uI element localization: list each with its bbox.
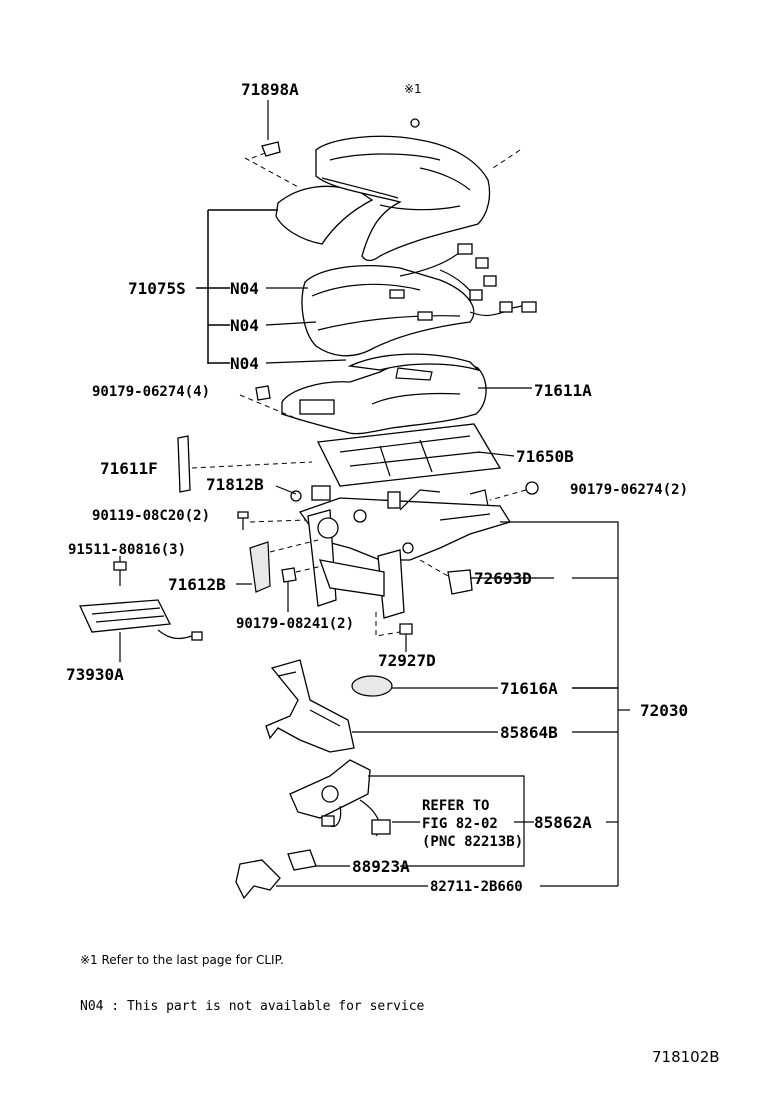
- label-90119-08C20-2: 90119-08C20(2): [92, 508, 210, 524]
- leader-71812B: [275, 485, 297, 495]
- label-clip-ref: ※1: [404, 82, 422, 96]
- label-82711-2B660: 82711-2B660: [430, 879, 523, 895]
- bolt-90119-08C20[interactable]: [237, 511, 249, 530]
- label-refer-pnc: (PNC 82213B): [422, 834, 523, 850]
- label-71812B: 71812B: [206, 475, 264, 494]
- label-71611F: 71611F: [100, 459, 158, 478]
- motor-85862A[interactable]: [289, 759, 391, 837]
- nut-90179-08241[interactable]: [281, 567, 297, 583]
- label-90179-06274-2: 90179-06274(2): [570, 482, 688, 498]
- bracket-71612B[interactable]: [249, 541, 271, 593]
- label-72927D: 72927D: [378, 651, 436, 670]
- pad-71616A[interactable]: [351, 675, 393, 697]
- bolt-72927D[interactable]: [399, 623, 413, 635]
- cushion-under-panel[interactable]: [317, 423, 502, 487]
- label-72030: 72030: [640, 701, 688, 720]
- figure-id: 718102B: [652, 1048, 720, 1066]
- bracket-72030: [500, 521, 619, 886]
- label-85864B: 85864B: [500, 723, 558, 742]
- clamp-82711-2B660[interactable]: [235, 859, 281, 900]
- footnote-n04: N04 : This part is not available for ser…: [80, 999, 425, 1014]
- label-90179-08241-2: 90179-08241(2): [236, 616, 354, 632]
- clip-mark[interactable]: [410, 118, 420, 128]
- label-71650B: 71650B: [516, 447, 574, 466]
- label-88923A: 88923A: [352, 857, 410, 876]
- leader-71650B: [477, 451, 515, 457]
- nut-90179-06274-2[interactable]: [525, 481, 539, 495]
- clip-88923A[interactable]: [287, 849, 317, 871]
- label-71612B: 71612B: [168, 575, 226, 594]
- label-71898A: 71898A: [241, 80, 299, 99]
- duct-85864B[interactable]: [265, 659, 355, 753]
- label-91511-80816-3: 91511-80816(3): [68, 542, 186, 558]
- label-71611A: 71611A: [534, 381, 592, 400]
- label-71075S: 71075S: [128, 279, 186, 298]
- label-72693D: 72693D: [474, 569, 532, 588]
- label-90179-06274-4: 90179-06274(4): [92, 384, 210, 400]
- label-85862A: 85862A: [534, 813, 592, 832]
- side-pad-71611F[interactable]: [177, 435, 191, 493]
- label-n04-1: N04: [230, 279, 259, 298]
- seat-cushion-pad-71611A[interactable]: [281, 353, 487, 435]
- clip-71898A[interactable]: [261, 132, 281, 157]
- label-71616A: 71616A: [500, 679, 558, 698]
- leader-n04-2-pad: [265, 321, 317, 326]
- footnote-clip: ※1 Refer to the last page for CLIP.: [80, 953, 284, 967]
- nut-90179-06274-4[interactable]: [255, 385, 271, 401]
- label-refer-fig: FIG 82-02: [422, 816, 498, 832]
- knob-72693D[interactable]: [447, 569, 473, 595]
- seat-frame-assembly[interactable]: [298, 485, 512, 619]
- label-n04-3: N04: [230, 354, 259, 373]
- refer-box-line: [368, 775, 525, 867]
- heater-harness[interactable]: [399, 243, 537, 317]
- bolt-91511-80816[interactable]: [113, 561, 127, 586]
- label-n04-2: N04: [230, 316, 259, 335]
- label-73930A: 73930A: [66, 665, 124, 684]
- seat-cushion-pad[interactable]: [301, 265, 475, 357]
- label-refer-to: REFER TO: [422, 798, 489, 814]
- sensor-73930A[interactable]: [79, 599, 203, 641]
- seat-cushion-cover[interactable]: [275, 135, 491, 262]
- leader-n04-3-pad: [265, 359, 347, 364]
